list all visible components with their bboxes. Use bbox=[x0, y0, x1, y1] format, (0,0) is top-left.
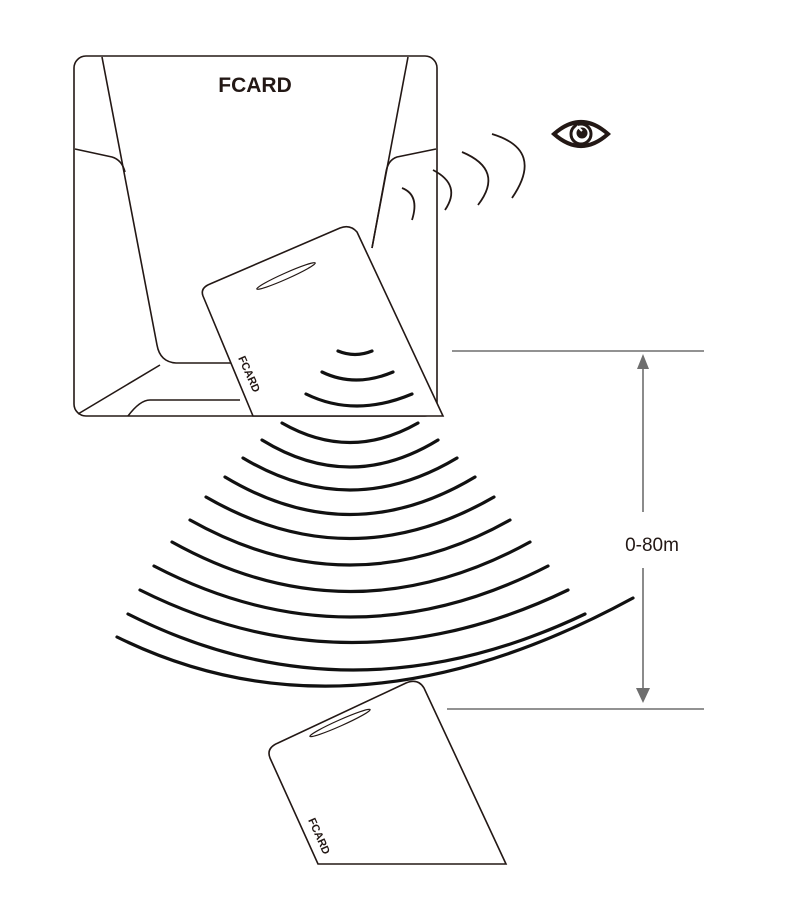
reader-bottom-foot bbox=[127, 399, 240, 417]
reader-panel-left-edge bbox=[101, 56, 232, 364]
eye-icon bbox=[550, 120, 612, 148]
card-far bbox=[268, 680, 508, 865]
range-dimension bbox=[447, 350, 704, 710]
card-near bbox=[201, 225, 445, 417]
reader-brand-label: FCARD bbox=[218, 74, 292, 97]
arrow-up-icon bbox=[637, 354, 649, 369]
reader-bevel-right bbox=[371, 148, 437, 249]
reader-bottom-diagonal bbox=[77, 364, 161, 415]
signal-waves-icon bbox=[401, 133, 526, 221]
range-label: 0-80m bbox=[625, 535, 679, 556]
arrow-down-icon bbox=[636, 688, 650, 703]
reader-bevel-left bbox=[74, 148, 126, 173]
